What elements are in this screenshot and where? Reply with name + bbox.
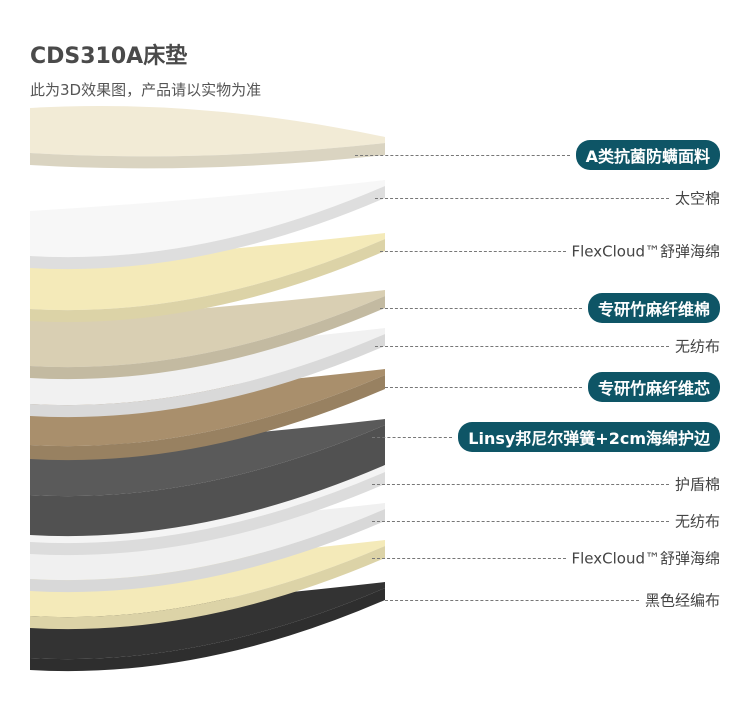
layer-label: A类抗菌防螨面料: [575, 140, 720, 170]
leader-line: [355, 155, 570, 156]
layer-1: [30, 105, 385, 169]
page-subtitle: 此为3D效果图，产品请以实物为准: [30, 81, 262, 99]
leader-line: [385, 387, 582, 388]
layer-label: Linsy邦尼尔弹簧+2cm海绵护边: [458, 422, 720, 452]
layer-label: FlexCloud™舒弹海绵: [571, 549, 720, 568]
layer-4: [30, 290, 385, 380]
layer-label: 护盾棉: [674, 475, 720, 494]
layer-label: 太空棉: [674, 189, 720, 208]
leader-line: [380, 308, 582, 309]
layer-label: 无纺布: [674, 337, 720, 356]
leader-line: [372, 484, 669, 485]
leader-line: [375, 346, 669, 347]
leader-line: [375, 198, 669, 199]
layer-label: 黑色经编布: [644, 591, 720, 610]
layer-9: [30, 503, 385, 593]
layer-label: FlexCloud™舒弹海绵: [571, 242, 720, 261]
layer-6: [30, 369, 385, 461]
layer-11: [30, 582, 385, 672]
leader-line: [385, 600, 639, 601]
leader-line: [380, 251, 566, 252]
layer-7: [30, 419, 385, 537]
layer-label: 专研竹麻纤维芯: [587, 372, 720, 402]
leader-line: [372, 558, 566, 559]
page-title: CDS310A床垫: [30, 44, 188, 69]
layer-label: 无纺布: [674, 512, 720, 531]
layer-5: [30, 328, 385, 418]
layer-label: 专研竹麻纤维棉: [587, 293, 720, 323]
leader-line: [372, 437, 453, 438]
layer-3: [30, 233, 385, 323]
layer-10: [30, 540, 385, 630]
layer-2: [30, 180, 385, 270]
leader-line: [372, 521, 669, 522]
